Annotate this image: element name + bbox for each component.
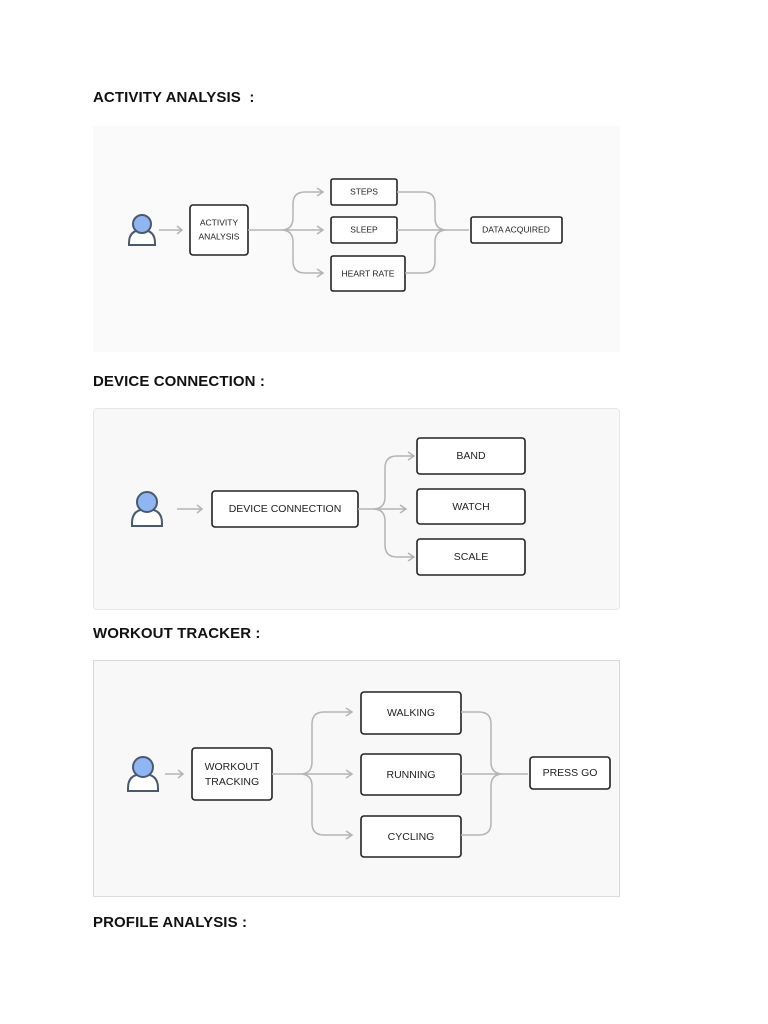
user-icon [127,756,159,792]
section-heading-workout-tracker: WORKOUT TRACKER : [93,625,261,642]
svg-text:DATA ACQUIRED: DATA ACQUIRED [482,224,550,234]
device-connection-diagram: DEVICE CONNECTION BAND WATCH SCALE [93,408,620,610]
data-acquired-box: DATA ACQUIRED [470,216,563,244]
activity-analysis-diagram: ACTIVITY ANALYSIS STEPS SLEEP HEART RATE… [93,126,620,352]
section-heading-device-connection: DEVICE CONNECTION : [93,373,265,390]
svg-text:WALKING: WALKING [387,707,435,719]
scale-box: SCALE [416,538,526,576]
section-heading-profile-analysis: PROFILE ANALYSIS : [93,914,248,931]
svg-text:HEART RATE: HEART RATE [342,268,395,278]
svg-text:STEPS: STEPS [350,186,378,196]
svg-text:ANALYSIS: ANALYSIS [199,231,240,241]
svg-text:WATCH: WATCH [452,501,489,513]
svg-text:RUNNING: RUNNING [387,769,436,781]
device-connection-box: DEVICE CONNECTION [211,490,359,528]
workout-tracking-box: WORKOUT TRACKING [191,747,273,801]
band-box: BAND [416,437,526,475]
press-go-box: PRESS GO [529,756,611,790]
walking-box: WALKING [360,691,462,735]
svg-text:DEVICE CONNECTION: DEVICE CONNECTION [229,503,342,515]
running-box: RUNNING [360,753,462,796]
section-heading-activity-analysis: ACTIVITY ANALYSIS : [93,89,255,106]
watch-box: WATCH [416,488,526,525]
svg-text:TRACKING: TRACKING [205,776,259,788]
svg-text:BAND: BAND [456,450,486,462]
steps-box: STEPS [330,178,398,206]
svg-text:SCALE: SCALE [454,551,488,563]
sleep-box: SLEEP [330,216,398,244]
cycling-box: CYCLING [360,815,462,858]
svg-text:CYCLING: CYCLING [388,831,435,843]
user-icon [128,214,156,246]
user-icon [131,491,163,527]
svg-text:SLEEP: SLEEP [350,224,378,234]
svg-text:PRESS GO: PRESS GO [543,767,598,779]
svg-text:ACTIVITY: ACTIVITY [200,217,239,227]
workout-tracker-diagram: WORKOUT TRACKING WALKING RUNNING CYCLING… [93,660,620,897]
heart-rate-box: HEART RATE [330,255,406,292]
svg-text:WORKOUT: WORKOUT [205,761,260,773]
activity-analysis-box: ACTIVITY ANALYSIS [189,204,249,256]
